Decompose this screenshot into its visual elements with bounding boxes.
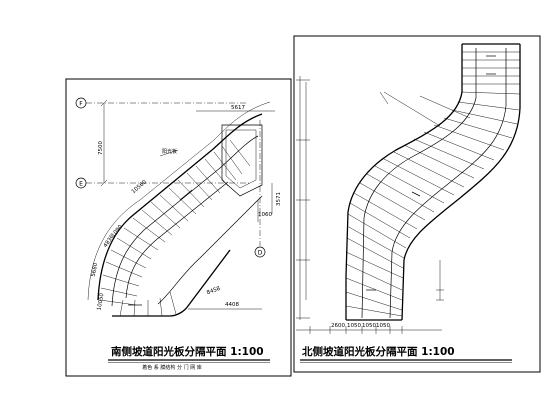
label-leader bbox=[159, 149, 179, 157]
axis-bubble-d: D bbox=[254, 246, 266, 258]
right-title: 北侧坡道阳光板分隔平面 1:100 bbox=[302, 345, 455, 358]
axis-bubble-e: E bbox=[75, 177, 87, 189]
dim-text: 4408 bbox=[225, 302, 239, 308]
right-sheet-border bbox=[293, 35, 541, 373]
dim-text: 8458 bbox=[206, 286, 222, 297]
axis-label: D bbox=[258, 250, 263, 257]
axis-label: F bbox=[79, 101, 83, 108]
ramp-inner-edge bbox=[111, 135, 259, 307]
right-sheet: 2600 1050 1050 1050 北侧坡道阳光板分隔平面 1:100 bbox=[293, 35, 541, 373]
dim-text: 10050 bbox=[97, 292, 106, 311]
dim-text: 3571 bbox=[276, 192, 282, 206]
left-title: 南侧坡道阳光板分隔平面 1:100 bbox=[111, 345, 264, 358]
dim-text: 1050 bbox=[362, 323, 376, 329]
ramp-inner-edge bbox=[125, 181, 229, 299]
leader-line bbox=[379, 91, 389, 105]
flow-arrows bbox=[128, 189, 193, 306]
dim-text: 7500 bbox=[98, 141, 104, 155]
dim-right: 3571 1060 bbox=[257, 183, 282, 222]
flow-arrows bbox=[366, 55, 496, 291]
dim-text: 2600 bbox=[331, 323, 345, 329]
dim-text: 5680 bbox=[91, 262, 99, 277]
dim-7500: 7500 bbox=[98, 99, 108, 187]
ramp-inner-edge bbox=[389, 48, 507, 319]
dim-left-vertical bbox=[296, 76, 310, 320]
left-sheet-border bbox=[65, 78, 292, 377]
left-note: 着色 系 膜结构 分 门 网 库 bbox=[142, 364, 202, 371]
dim-right-vertical bbox=[436, 260, 444, 301]
ramp-left-edge bbox=[345, 44, 463, 320]
dim-bottom: 2600 1050 1050 1050 bbox=[296, 323, 442, 334]
leader-line bbox=[383, 91, 441, 127]
ramp-outer-edge bbox=[97, 113, 263, 301]
dim-text: 5617 bbox=[231, 105, 245, 111]
dim-text: 1060 bbox=[258, 212, 272, 218]
left-sheet: F E D 7500 5617 bbox=[65, 78, 292, 377]
ramp-panels bbox=[99, 139, 251, 317]
landing bbox=[221, 124, 263, 197]
landing-inner bbox=[225, 129, 257, 189]
axis-label: E bbox=[79, 181, 83, 188]
arc-dim-line bbox=[87, 101, 271, 301]
ramp-bottom-edge bbox=[112, 249, 231, 317]
dim-text: 10560 bbox=[131, 179, 149, 195]
ramp-panels bbox=[345, 51, 521, 317]
dim-4408: 4408 bbox=[188, 302, 262, 310]
leader-line bbox=[419, 95, 471, 119]
dim-text: 1050 bbox=[347, 323, 361, 329]
ramp-right-edge bbox=[401, 44, 521, 321]
ramp-inner-edge bbox=[361, 48, 477, 319]
dim-text: 1050 bbox=[376, 323, 390, 329]
label-text: 阳光板 bbox=[162, 148, 177, 155]
axis-bubble-f: F bbox=[75, 97, 87, 109]
dim-5617: 5617 bbox=[196, 105, 275, 112]
ramp-inner-edge bbox=[157, 195, 263, 305]
